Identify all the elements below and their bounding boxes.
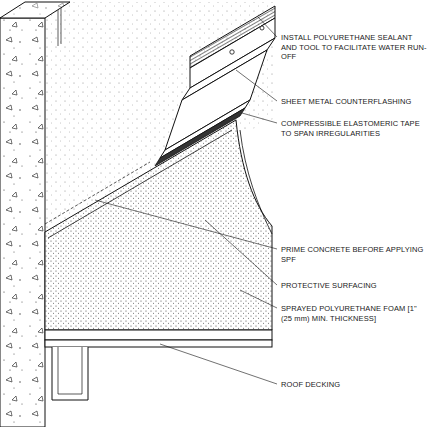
callout-label: SHEET METAL COUNTERFLASHING	[281, 97, 427, 107]
callout-label: SPRAYED POLYURETHANE FOAM [1" (25 mm) MI…	[281, 304, 427, 323]
callout-label: PROTECTIVE SURFACING	[281, 281, 427, 291]
callout-label: PRIME CONCRETE BEFORE APPLYING SPF	[281, 245, 427, 264]
callout-label: INSTALL POLYURETHANE SEALANT AND TOOL TO…	[281, 33, 427, 62]
callout-label: ROOF DECKING	[281, 380, 427, 390]
callout-label: COMPRESSIBLE ELASTOMERIC TAPE TO SPAN IR…	[281, 119, 427, 138]
